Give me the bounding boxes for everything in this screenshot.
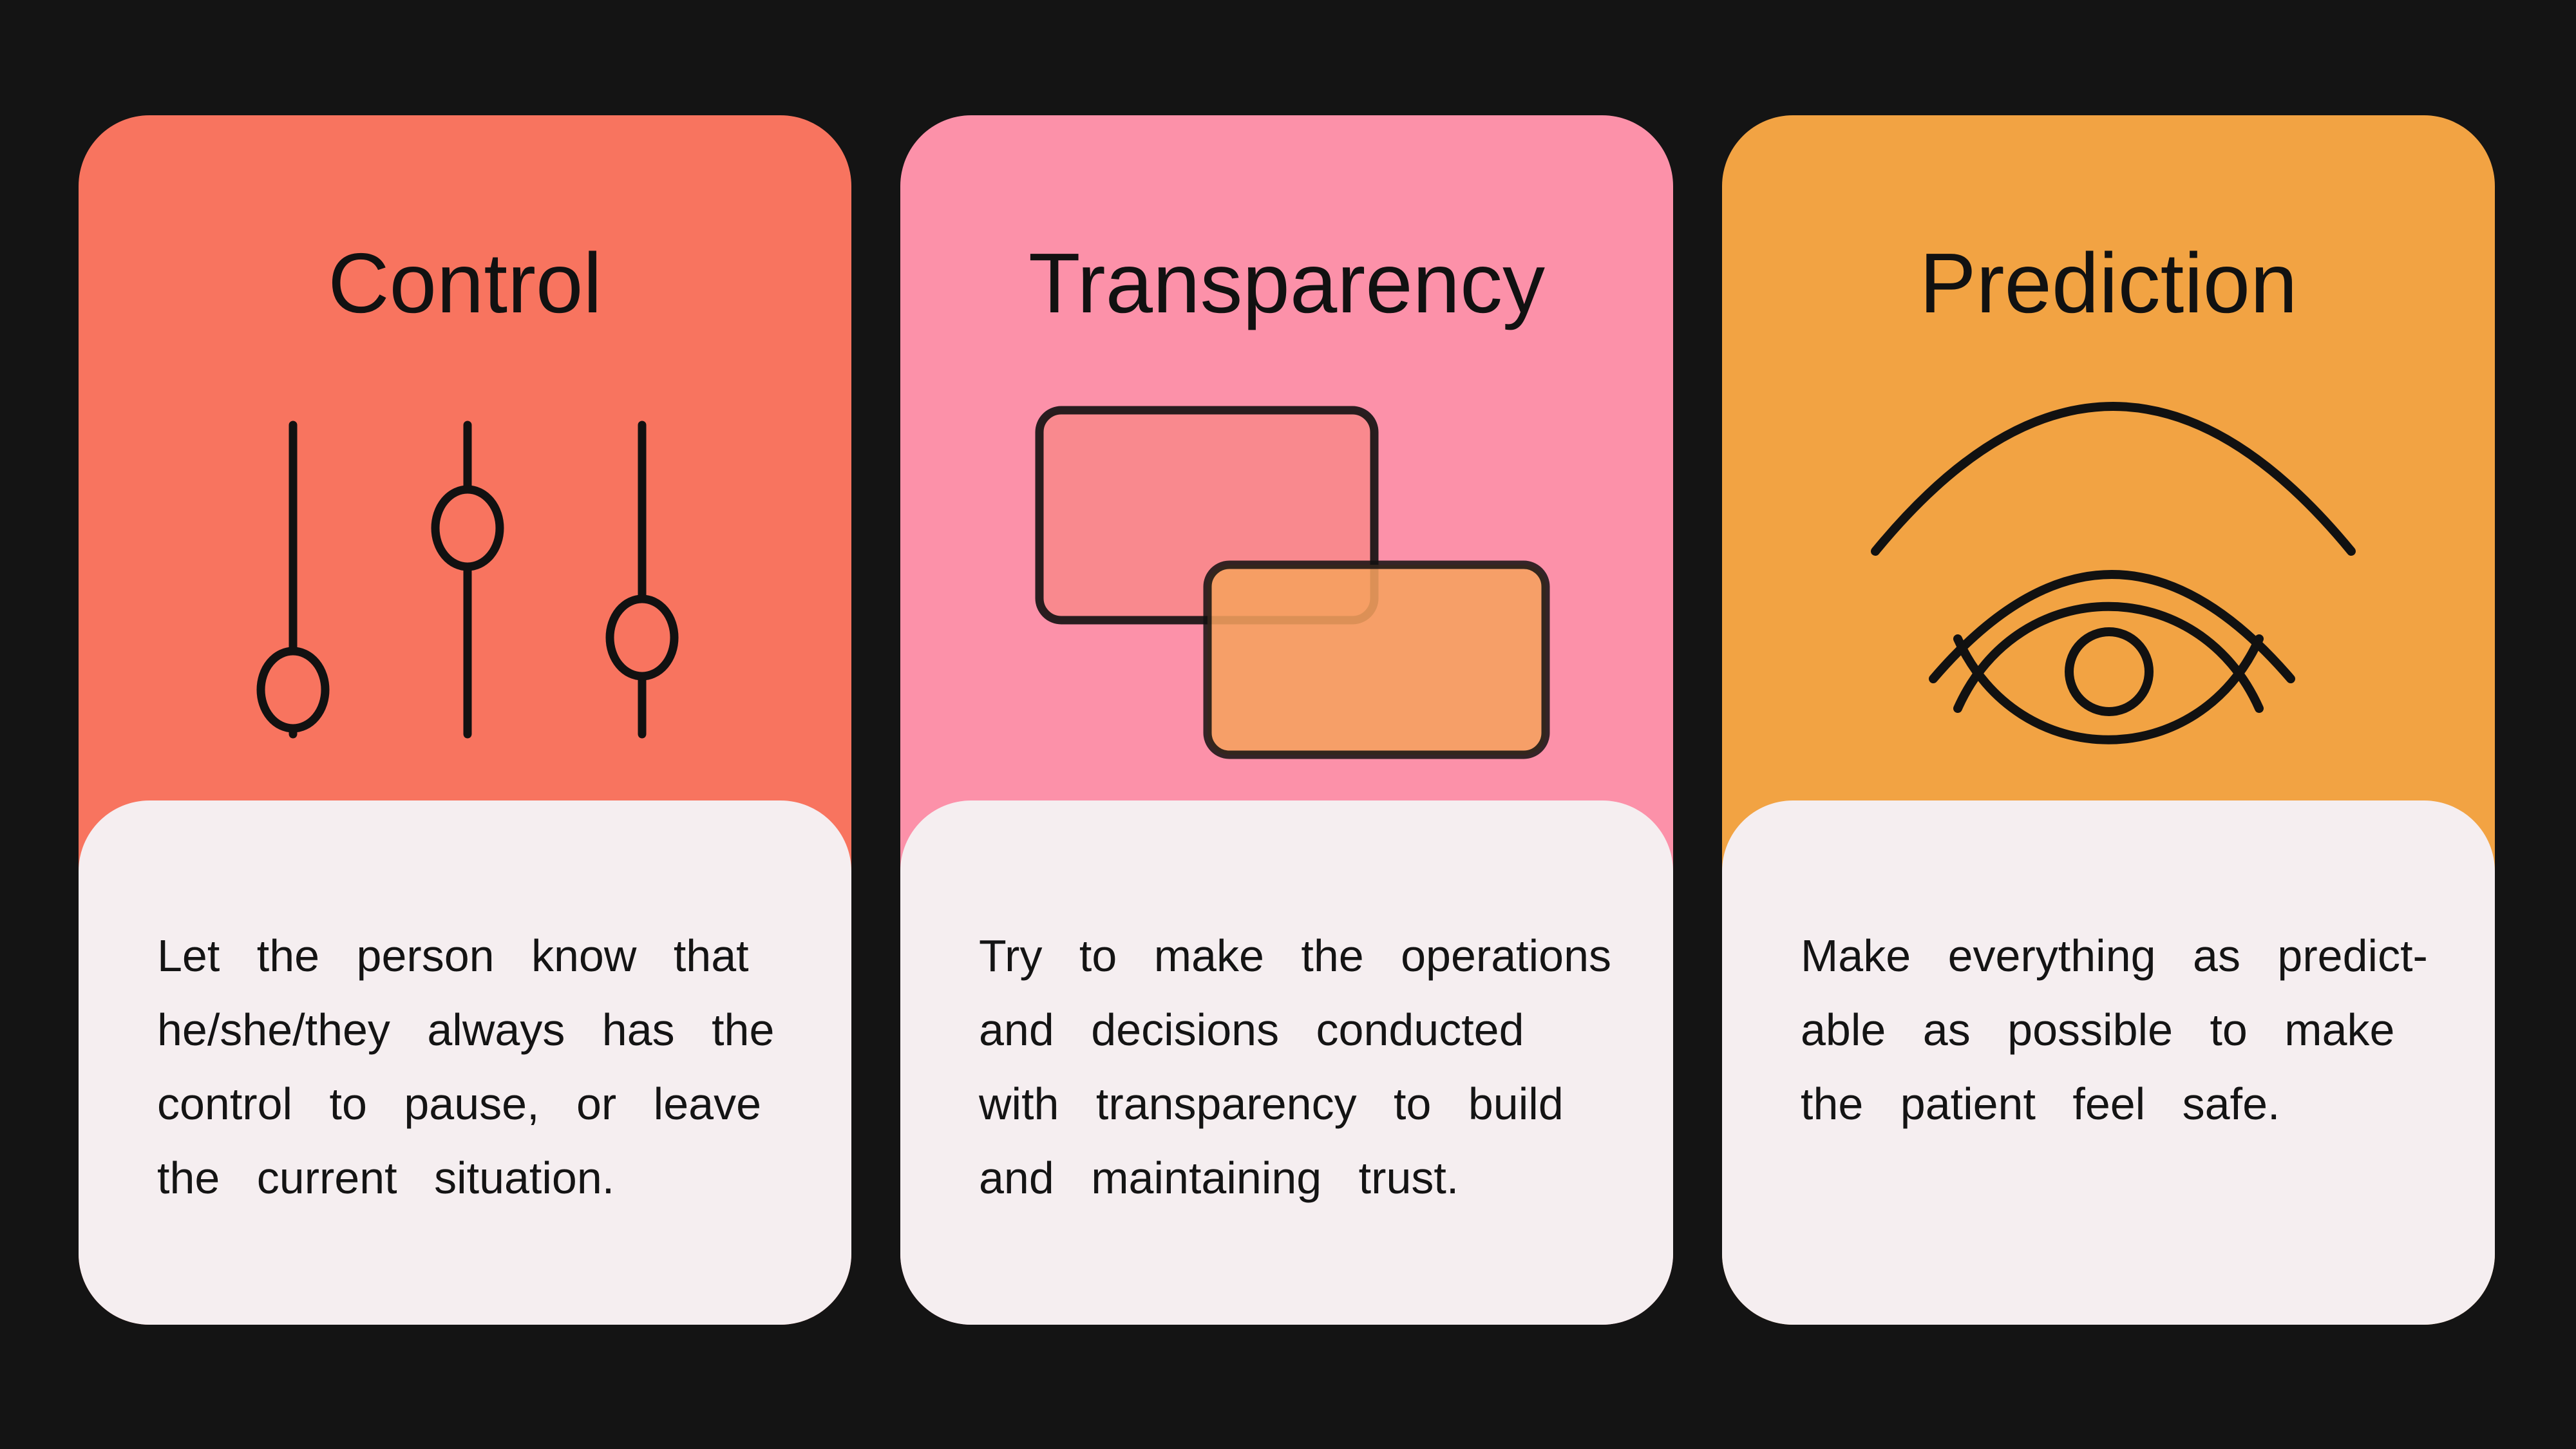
body-text-line: Let the person know that [157,931,749,981]
card-prediction-header: Prediction [1722,115,2495,800]
body-text-line: Try to make the operations [979,931,1612,981]
slider-knob [605,594,679,681]
pupil [2065,627,2154,716]
front-rectangle [1203,560,1550,759]
card-prediction-title: Prediction [1919,236,2298,330]
upper-eyelid [1953,601,2264,713]
lower-eyelid [1953,634,2264,744]
body-text: Make everything as predict-able as possi… [1801,919,2428,1141]
body-text-line: the current situation. [157,1153,615,1203]
card-control-description: Let the person know that he/she/they alwa… [79,800,851,1325]
card-transparency-description: Try to make the operations and decisions … [900,800,1673,1325]
body-text: Let the person know that he/she/they alwa… [157,919,775,1215]
card-control-title: Control [328,236,602,330]
body-text-line: control to pause, or leave [157,1079,762,1129]
outer-arc [1871,402,2356,556]
sliders-icon [256,421,679,739]
overlapping-rectangles-icon [1035,406,1550,759]
body-text: Try to make the operations and decisions … [979,919,1612,1215]
card-prediction: Prediction Make everything as predict-ab… [1722,115,2495,1325]
body-text-line: and maintaining trust. [979,1153,1459,1203]
body-text-line: Make everything as predict- [1801,931,2428,981]
eye-prediction-icon [1871,402,2356,744]
card-control: Control Let the person know that he/she/t… [79,115,851,1325]
body-text-line: able as possible to make [1801,1005,2395,1055]
body-text-line: the patient feel safe. [1801,1079,2280,1129]
card-transparency-header: Transparency [900,115,1673,800]
body-text-line: he/she/they always has the [157,1005,775,1055]
inner-arc [1929,570,2295,683]
card-transparency-title: Transparency [1028,236,1546,330]
body-text-line: with transparency to build [979,1079,1564,1129]
card-transparency: Transparency Try to make the operations a… [900,115,1673,1325]
slider-knob [256,647,330,733]
card-control-header: Control [79,115,851,800]
card-prediction-description: Make everything as predict-able as possi… [1722,800,2495,1325]
body-text-line: and decisions conducted [979,1005,1524,1055]
slider-knob [431,485,504,571]
